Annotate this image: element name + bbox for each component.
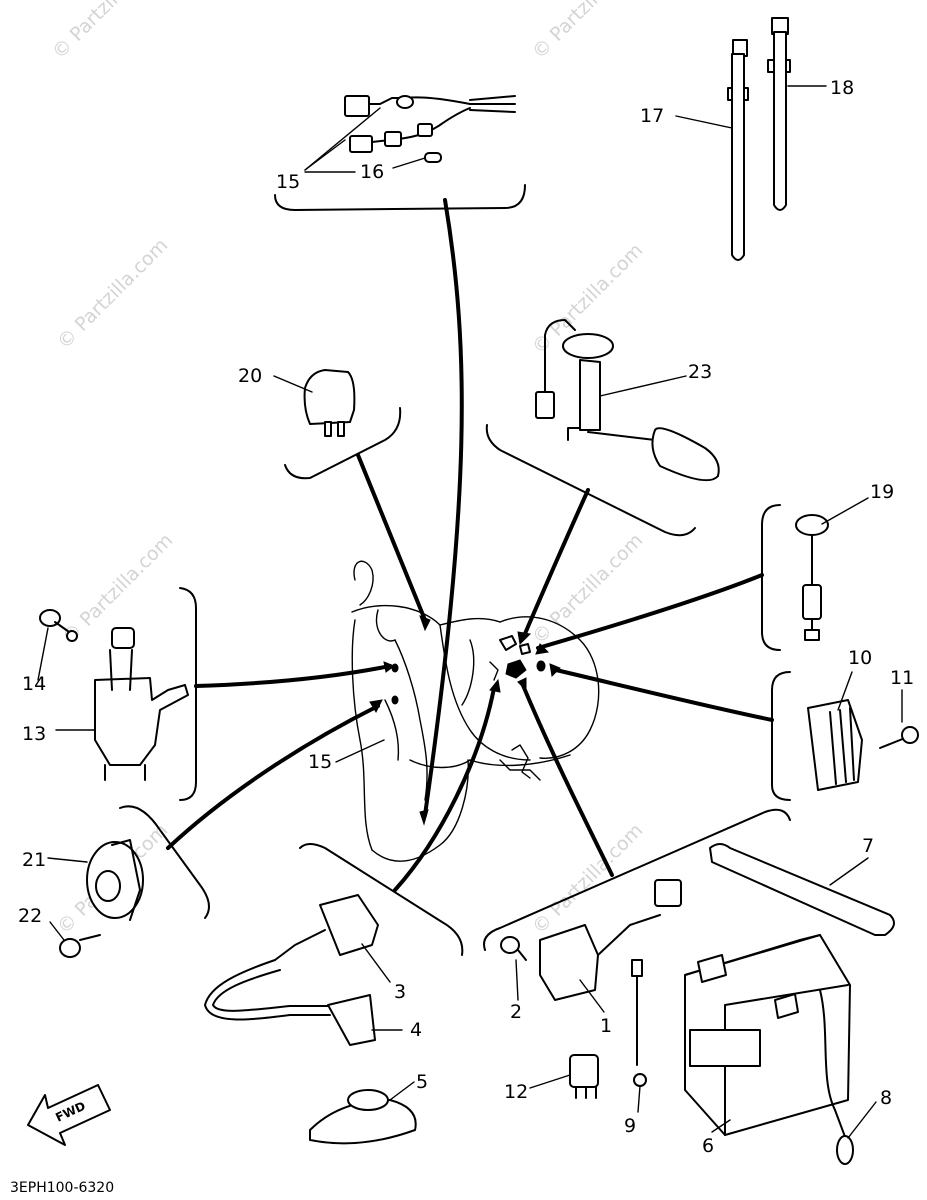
horn-part-21-22	[59, 839, 144, 958]
callout-19: 19	[870, 481, 894, 503]
callout-5: 5	[416, 1071, 428, 1093]
battery-part-6-7-8	[684, 843, 895, 1165]
callout-leaders	[37, 85, 903, 1139]
watermark: © Partzilla.com	[48, 0, 167, 64]
watermark: © Partzilla.com	[528, 819, 647, 938]
fuel-cock-part-19	[795, 514, 829, 641]
callout-6: 6	[702, 1135, 714, 1157]
callout-16: 16	[360, 161, 384, 183]
watermark-layer: © Partzilla.com © Partzilla.com © Partzi…	[48, 0, 647, 939]
callout-17: 17	[640, 105, 664, 127]
fuel-sender-part-23	[535, 319, 720, 482]
callout-8: 8	[880, 1087, 892, 1109]
callout-2: 2	[510, 1001, 522, 1023]
rectifier-part-10-11	[807, 699, 919, 791]
callout-14: 14	[22, 673, 46, 695]
callout-9: 9	[624, 1115, 636, 1137]
callout-7: 7	[862, 835, 874, 857]
callout-18: 18	[830, 77, 854, 99]
callout-22: 22	[18, 905, 42, 927]
callout-10: 10	[848, 647, 872, 669]
fwd-arrow: FWD	[27, 1084, 111, 1146]
ignition-coil-part-3-4-5	[204, 894, 417, 1145]
callout-23: 23	[688, 361, 712, 383]
cdi-part-1-2-9-12	[500, 879, 682, 1099]
relay-part-20	[303, 369, 356, 437]
callout-1: 1	[600, 1015, 612, 1037]
diagram-code: 3EPH100-6320	[10, 1180, 114, 1196]
callout-15b: 15	[308, 751, 332, 773]
callout-12: 12	[504, 1081, 528, 1103]
cable-ties-part-17-18	[727, 17, 791, 261]
callout-3: 3	[394, 981, 406, 1003]
callout-13: 13	[22, 723, 46, 745]
callout-labels: 15 16 17 18 20 23 19 10 11 14 13 15 21 2…	[18, 77, 914, 1157]
watermark: © Partzilla.com	[53, 234, 172, 353]
callout-21: 21	[22, 849, 46, 871]
leader-lines	[166, 198, 774, 892]
brackets	[119, 184, 791, 956]
watermark: © Partzilla.com	[528, 0, 647, 64]
callout-4: 4	[410, 1019, 422, 1041]
wire-harness-part-15-16	[344, 95, 516, 163]
main-switch-part-13-14	[39, 609, 189, 781]
callout-20: 20	[238, 365, 262, 387]
callout-15a: 15	[276, 171, 300, 193]
callout-11: 11	[890, 667, 914, 689]
